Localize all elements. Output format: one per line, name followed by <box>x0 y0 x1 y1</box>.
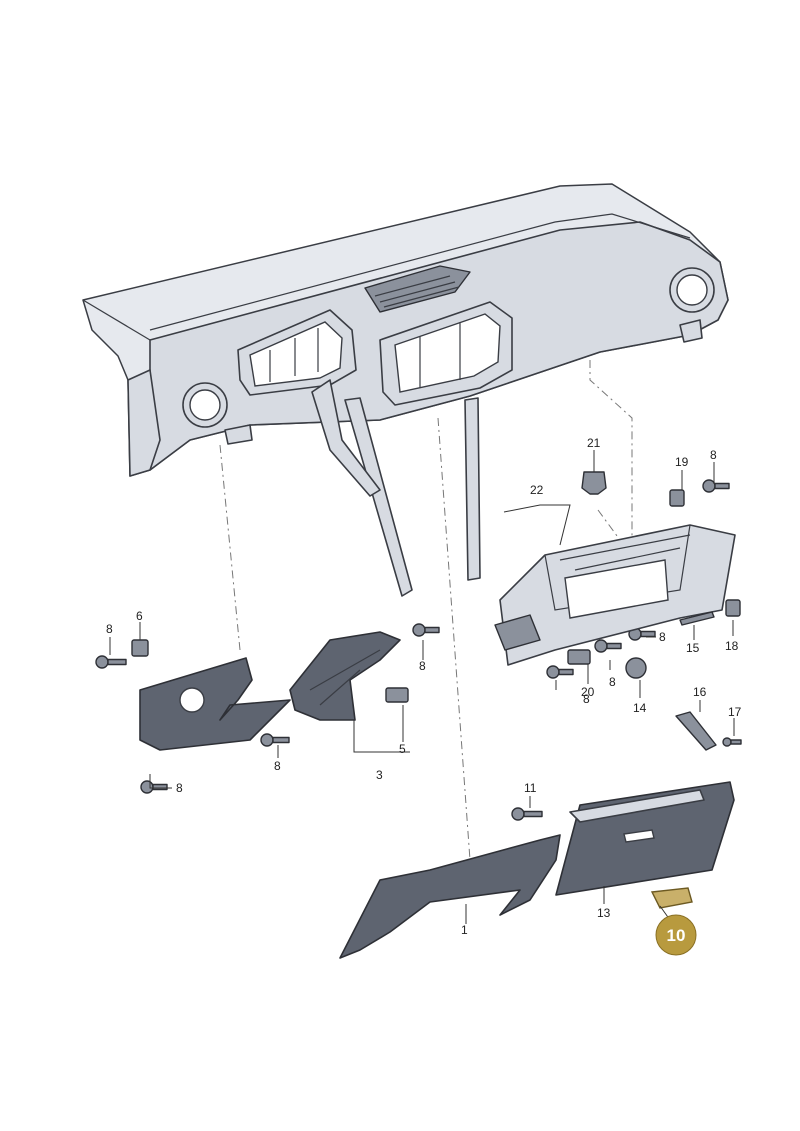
bracket-assembly-3 <box>289 631 401 721</box>
callout-11: 11 <box>524 781 537 795</box>
callout-16: 16 <box>693 685 707 699</box>
lower-trim-left <box>139 657 291 751</box>
screws <box>95 479 742 821</box>
clip-6 <box>131 639 149 657</box>
callout-8-e: 8 <box>583 692 590 706</box>
glovebox-lid-13 <box>555 781 735 896</box>
clip-20 <box>567 649 591 665</box>
callout-8-a: 8 <box>106 622 113 636</box>
callout-3: 3 <box>376 768 383 782</box>
callout-22: 22 <box>530 483 544 497</box>
support-strut-left <box>344 397 413 597</box>
highlight-badge-label: 10 <box>667 926 686 945</box>
lower-trim-1 <box>339 834 561 959</box>
callout-6: 6 <box>136 609 143 623</box>
callout-8-b: 8 <box>176 781 183 795</box>
callout-8-h: 8 <box>710 448 717 462</box>
clip-19 <box>669 489 685 507</box>
callout-8-f: 8 <box>609 675 616 689</box>
leader-lines <box>109 450 735 924</box>
support-strut-right <box>464 397 481 581</box>
callout-5: 5 <box>399 742 406 756</box>
callout-19: 19 <box>675 455 689 469</box>
callout-13: 13 <box>597 906 611 920</box>
clip-5 <box>385 687 409 703</box>
bracket-left <box>311 379 381 497</box>
callout-labels: 1 3 5 6 8 8 8 8 8 8 8 8 11 13 14 15 16 1… <box>106 436 742 937</box>
highlight-badge[interactable]: 10 <box>655 914 697 956</box>
callout-17: 17 <box>728 705 742 719</box>
callout-18: 18 <box>725 639 739 653</box>
callout-14: 14 <box>633 701 647 715</box>
dashboard-panel <box>82 183 729 597</box>
reference-lines <box>219 360 633 861</box>
glovebox-housing-22 <box>494 524 736 666</box>
knob-14 <box>625 657 647 679</box>
callout-8-c: 8 <box>274 759 281 773</box>
callout-21: 21 <box>587 436 601 450</box>
clip-18 <box>725 599 741 617</box>
callout-1: 1 <box>461 923 468 937</box>
callout-8-d: 8 <box>419 659 426 673</box>
rod-15 <box>679 611 715 626</box>
hinge-16 <box>675 711 717 751</box>
callout-15: 15 <box>686 641 700 655</box>
clip-21 <box>581 471 607 495</box>
highlight-badge-circle[interactable] <box>655 914 697 956</box>
highlighted-part-10 <box>650 887 693 909</box>
callout-8-g: 8 <box>659 630 666 644</box>
callout-20: 20 <box>581 685 595 699</box>
